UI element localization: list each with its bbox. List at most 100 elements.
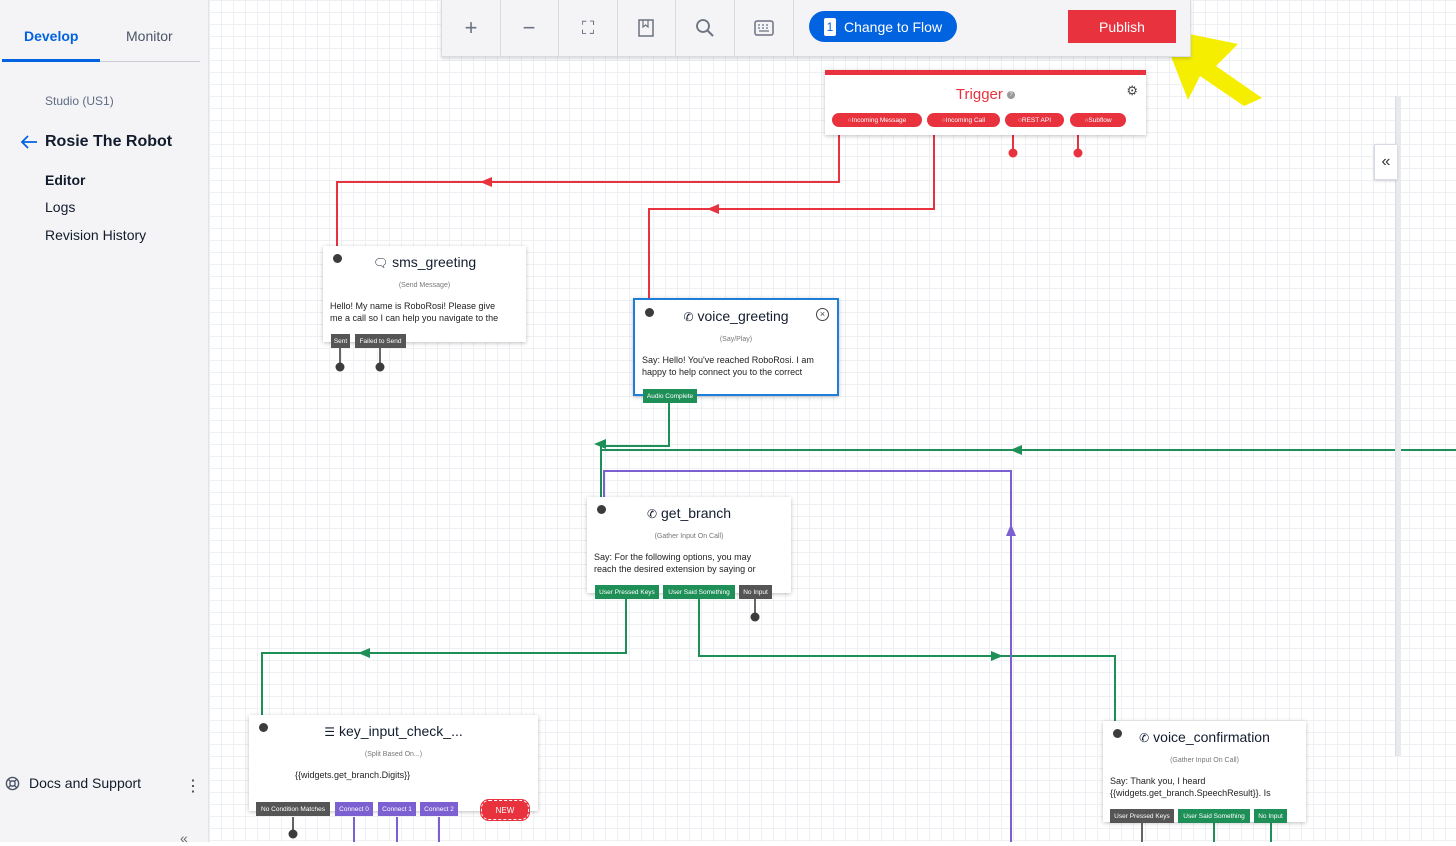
publish-button[interactable]: Publish [1068,10,1176,43]
transition-user-pressed-keys[interactable]: User Pressed Keys [1110,809,1174,823]
expand-panel-button[interactable]: « [1374,144,1397,180]
wire-arrow [1006,524,1016,536]
change-count-badge: 1 [824,17,836,36]
phone-icon: ✆ [683,310,694,324]
transition-no-condition-matches[interactable]: No Condition Matches [256,802,330,816]
nav-logs[interactable]: Logs [45,199,76,215]
wire-arrow [1010,445,1022,455]
wire-arrow [480,177,492,187]
widget-title: voice_confirmation [1153,729,1270,745]
trigger-widget[interactable]: Trigger ? ⚙ ○ Incoming Message ○ Incomin… [825,70,1146,135]
port-subflow [1073,148,1083,158]
double-chevron-left-icon: « [1381,153,1391,170]
change-to-flow-button[interactable]: 1 Change to Flow [809,11,957,42]
wire-arrow [707,204,719,214]
widget-body: Say: Hello! You've reached RoboRosi. I a… [642,354,827,378]
wire-user-said-something [698,599,1116,721]
transition-user-said-something[interactable]: User Said Something [1178,809,1250,823]
transition-connect-0[interactable]: Connect 0 [335,802,373,816]
studio-region: Studio (US1) [45,94,114,108]
input-port[interactable] [333,254,342,263]
body-line: Hello! My name is RoboRosi! Please give [330,301,496,311]
transition-sent[interactable]: Sent [331,334,350,348]
chip-label: Subflow [1088,116,1112,124]
zoom-in-button[interactable]: + [442,0,501,56]
back-arrow-icon[interactable] [20,134,38,150]
body-line: Say: For the following options, you may [594,552,752,562]
trigger-rest-api[interactable]: ○ REST API [1005,113,1064,127]
nav-revision-history[interactable]: Revision History [45,227,147,243]
widget-body: Say: For the following options, you may r… [594,551,781,575]
minus-icon: − [522,15,536,40]
message-icon: 🗨 [372,256,389,270]
chip-label: REST API [1021,116,1052,124]
chip-label: Incoming Call [945,116,986,124]
widget-type: (Gather Input On Call) [654,533,724,540]
widget-title: sms_greeting [392,254,477,270]
port-sent [335,362,345,372]
wire-arrow [358,648,370,658]
transition-connect-1[interactable]: Connect 1 [378,802,416,816]
wire-audio-complete [600,402,670,497]
fullscreen-icon: ⛶ [581,17,595,38]
nav-editor[interactable]: Editor [45,172,86,188]
gear-icon[interactable]: ⚙ [1126,83,1138,98]
search-icon [696,19,714,37]
wire-incoming-message [336,122,840,246]
new-transition-button[interactable]: NEW [481,800,529,820]
widget-voice-greeting[interactable]: ✆voice_greeting × (Say/Play) Say: Hello!… [633,298,839,403]
trigger-incoming-call[interactable]: ○ Incoming Call [927,113,1000,127]
help-icon[interactable]: ? [1007,91,1016,100]
widget-title: voice_greeting [697,308,789,324]
widget-title: key_input_check_... [339,723,463,739]
input-port[interactable] [597,505,606,514]
body-line: Say: Thank you, I heard [1110,776,1206,786]
input-port[interactable] [1113,729,1122,738]
flow-name: Rosie The Robot [45,133,173,150]
transition-connect-2[interactable]: Connect 2 [420,802,458,816]
widget-voice-confirmation[interactable]: ✆voice_confirmation (Gather Input On Cal… [1103,721,1306,823]
collapse-sidebar-icon[interactable]: « [180,830,188,846]
widget-sms-greeting[interactable]: 🗨sms_greeting (Send Message) Hello! My n… [323,246,526,348]
body-line: reach the desired extension by saying or [594,564,756,574]
bookmark-button[interactable] [617,0,676,56]
sidebar-tabs: Develop Monitor [0,0,208,62]
transition-audio-complete[interactable]: Audio Complete [643,389,697,403]
search-button[interactable] [676,0,735,56]
tab-active-indicator [2,59,100,62]
transition-user-said-something[interactable]: User Said Something [663,585,735,599]
fit-to-screen-button[interactable]: ⛶ [559,0,618,56]
widget-body: Say: Thank you, I heard{{widgets.get_bra… [1110,775,1296,799]
wire-user-pressed-keys [261,599,627,715]
wire-incoming-call [648,122,935,299]
canvas-toolbar: + − ⛶ 1 Change to Flow Publish [441,0,1191,57]
trigger-subflow[interactable]: ○ Subflow [1070,113,1126,127]
widget-body: {{widgets.get_branch.Digits}} [295,769,528,781]
tab-monitor[interactable]: Monitor [126,28,173,44]
phone-icon: ✆ [646,507,657,521]
transition-user-pressed-keys[interactable]: User Pressed Keys [595,585,659,599]
transition-no-input[interactable]: No Input [1254,809,1287,823]
trigger-incoming-message[interactable]: ○ Incoming Message [832,113,922,127]
close-icon[interactable]: × [816,308,829,321]
flow-canvas[interactable] [209,0,1456,842]
trigger-title: Trigger [955,86,1003,103]
transition-no-input[interactable]: No Input [739,585,772,599]
phone-icon: ✆ [1139,731,1150,745]
input-port[interactable] [645,308,654,317]
widget-get-branch[interactable]: ✆get_branch (Gather Input On Call) Say: … [587,497,791,599]
port-no-condition [288,829,298,839]
split-icon: ☰ [324,725,335,739]
body-line: {{widgets.get_branch.Digits}} [295,770,411,780]
transition-failed-to-send[interactable]: Failed to Send [355,334,406,348]
more-options-icon[interactable]: ⋮ [185,778,201,795]
input-port[interactable] [259,723,268,732]
keyboard-shortcuts-button[interactable] [735,0,794,56]
zoom-out-button[interactable]: − [500,0,559,56]
widget-key-input-check[interactable]: ☰key_input_check_... (Split Based On...)… [249,715,538,820]
tab-develop[interactable]: Develop [24,28,79,44]
body-line: happy to help connect you to the correct [642,367,803,377]
widget-type: (Send Message) [398,282,451,289]
